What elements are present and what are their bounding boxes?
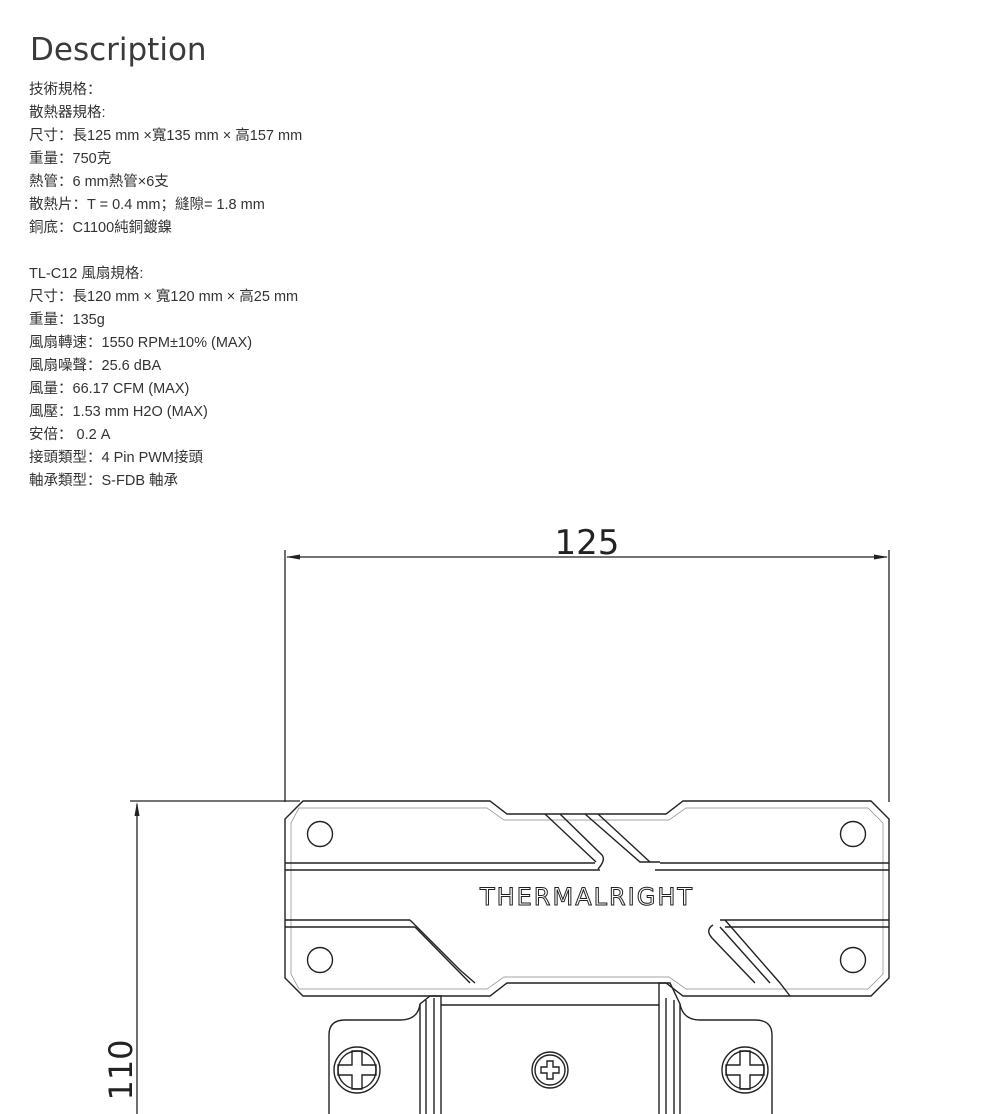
fan-weight: 重量：135g [29,312,105,328]
center-screw-icon [531,1051,569,1089]
arrow-right [874,554,888,560]
fan-pressure: 風壓：1.53 mm H2O (MAX) [29,404,208,420]
page-title: Description [30,32,207,68]
spec-list: 技術規格： 散熱器規格: 尺寸：長125 mm ×寬135 mm × 高157 … [29,79,302,493]
arrow-top [134,802,140,816]
fan-speed: 風扇轉速：1550 RPM±10% (MAX) [29,335,253,351]
screw-icon [333,1046,381,1094]
arrow-left [286,554,300,560]
cover-plate [284,800,890,997]
mounting-bracket [328,982,773,1114]
heatsink-base: 銅底：C1100純銅鍍鎳 [29,220,173,236]
width-dimension-label: 125 [555,523,620,563]
heatsink-fins: 散熱片：T = 0.4 mm；縫隙= 1.8 mm [29,197,265,213]
heatsink-spec-heading: 散熱器規格: [29,105,106,121]
fan-noise: 風扇噪聲：25.6 dBA [29,358,162,374]
fan-spec-heading: TL-C12 風扇規格: [29,266,144,282]
height-dimension-label: 110 [102,1039,140,1100]
fan-bearing: 軸承類型：S-FDB 軸承 [29,473,179,489]
heatsink-weight: 重量：750克 [29,151,112,167]
heatsink-size: 尺寸：長125 mm ×寬135 mm × 高157 mm [29,128,303,144]
screw-icon [721,1046,769,1094]
spec-heading: 技術規格： [29,82,102,98]
heatsink-heatpipes: 熱管：6 mm熱管×6支 [29,174,169,190]
fan-size: 尺寸：長120 mm × 寬120 mm × 高25 mm [29,289,299,305]
fan-current: 安倍： 0.2 A [29,427,111,443]
fan-airflow: 風量：66.17 CFM (MAX) [29,381,190,397]
thermalright-logo: THERMALRIGHT [479,883,694,911]
fan-connector: 接頭類型：4 Pin PWM接頭 [29,450,204,466]
